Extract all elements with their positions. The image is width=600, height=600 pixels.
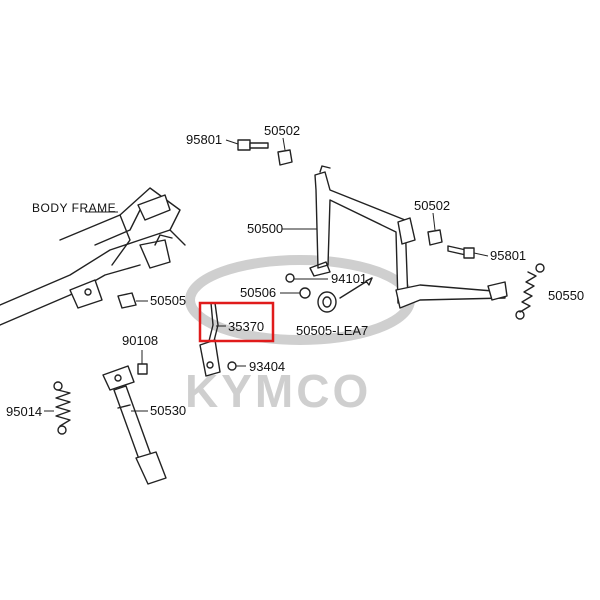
part-label-93404: 93404: [249, 359, 285, 374]
kymco-watermark: KYMCO: [185, 255, 415, 417]
highlight-box-35370: [198, 301, 275, 343]
body-frame-label: BODY FRAME: [32, 201, 116, 215]
rubber-block-50505: [117, 292, 137, 309]
spring-50550: [515, 263, 545, 320]
spring-95014: [53, 381, 71, 435]
part-label-35370: 35370: [228, 319, 264, 334]
screw-93404: [227, 361, 237, 371]
part-label-50502-top: 50502: [264, 123, 300, 138]
part-label-50506: 50506: [240, 285, 276, 300]
part-label-95801-top: 95801: [186, 132, 222, 147]
bolt-95801-top: [237, 139, 269, 151]
part-label-95014: 95014: [6, 404, 42, 419]
part-label-50505-lea7: 50505-LEA7: [296, 323, 368, 338]
bushing-50502-right: [427, 229, 443, 246]
bolt-50506: [299, 287, 311, 299]
main-stand-50500: [309, 165, 508, 309]
part-label-50550: 50550: [548, 288, 584, 303]
bolt-90108: [137, 363, 148, 375]
washer-94101: [285, 273, 295, 283]
part-label-50500: 50500: [247, 221, 283, 236]
part-label-94101: 94101: [331, 271, 367, 286]
part-label-95801-right: 95801: [490, 248, 526, 263]
part-label-50505: 50505: [150, 293, 186, 308]
bushing-50502-top: [277, 149, 293, 166]
side-stand-switch-35370: [199, 302, 221, 377]
body-frame-drawing: [0, 187, 186, 326]
rubber-50505-lea7: [317, 277, 373, 313]
part-label-50502-right: 50502: [414, 198, 450, 213]
bolt-95801-right: [447, 245, 475, 259]
part-label-90108: 90108: [122, 333, 158, 348]
side-stand-50530: [102, 365, 167, 485]
part-label-50530: 50530: [150, 403, 186, 418]
